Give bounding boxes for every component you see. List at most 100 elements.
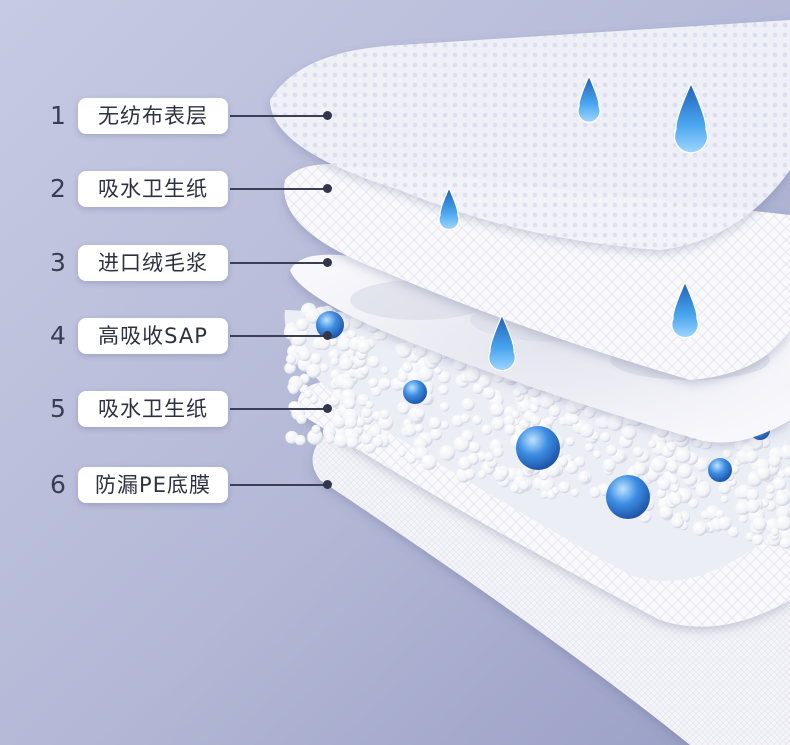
sap-bead: [666, 441, 677, 452]
sap-bead: [368, 377, 378, 388]
sap-bead: [529, 414, 541, 426]
sap-bead: [752, 534, 764, 546]
sap-bead: [540, 490, 549, 499]
sap-bead: [407, 454, 417, 464]
sap-bead: [472, 383, 484, 394]
sap-bead: [715, 509, 725, 519]
sap-bead: [602, 458, 616, 472]
sap-bead: [659, 505, 673, 520]
sap-bead: [538, 477, 555, 493]
sap-bead: [578, 472, 590, 484]
sap-bead: [650, 457, 666, 473]
sap-bead: [768, 454, 781, 468]
sap-bead: [584, 442, 594, 452]
sap-bead: [657, 478, 671, 491]
sap-bead: [476, 451, 487, 462]
sap-bead: [379, 409, 390, 420]
sap-bead: [380, 365, 390, 375]
sap-bead: [365, 400, 374, 409]
sap-bead: [783, 466, 790, 478]
sap-bead: [347, 329, 357, 340]
sap-bead: [330, 357, 340, 366]
sap-bead: [573, 456, 586, 468]
sap-bead: [672, 517, 684, 528]
water-drop: [673, 82, 709, 154]
sap-bead: [518, 480, 530, 491]
sap-bead: [295, 434, 306, 446]
sap-bead: [756, 466, 771, 481]
sap-bead: [438, 371, 451, 384]
sap-bead: [360, 433, 373, 445]
sap-bead: [675, 447, 691, 464]
sap-bead: [291, 331, 307, 347]
sap-bead: [688, 498, 699, 509]
sap-bead: [745, 450, 758, 463]
sap-bead: [530, 404, 539, 414]
sap-bead: [414, 423, 424, 433]
sap-bead: [727, 526, 739, 538]
absorbed-sap-bead: [606, 475, 650, 519]
sap-bead: [421, 454, 437, 471]
sap-bead: [378, 415, 394, 431]
sap-bead: [702, 439, 712, 450]
sap-bead: [469, 441, 481, 453]
sap-bead: [319, 363, 329, 373]
sap-bead: [439, 444, 456, 461]
sap-bead: [504, 424, 516, 436]
sap-bead: [718, 482, 731, 495]
sap-bead: [589, 486, 601, 498]
sap-bead: [517, 398, 533, 414]
sap-bead: [770, 527, 779, 536]
water-drop: [671, 280, 699, 339]
sap-bead: [579, 423, 595, 438]
sap-bead: [397, 449, 406, 457]
sap-bead: [298, 348, 311, 362]
sap-bead: [427, 349, 443, 365]
sap-bead: [415, 346, 427, 358]
sap-bead: [370, 385, 382, 397]
sap-bead: [311, 424, 321, 434]
sap-bead: [670, 483, 679, 493]
sap-bead: [438, 384, 449, 396]
sap-bead: [342, 396, 356, 410]
water-drop: [488, 313, 516, 372]
sap-bead: [340, 376, 355, 391]
absorbed-sap-bead: [516, 426, 560, 470]
sap-bead: [510, 483, 520, 493]
sap-bead: [329, 395, 340, 407]
sap-bead: [418, 366, 434, 382]
sap-bead: [720, 495, 729, 504]
sap-bead: [551, 486, 560, 495]
sap-bead: [672, 496, 682, 506]
sap-bead: [477, 470, 487, 479]
sap-bead: [677, 463, 693, 479]
sap-bead: [472, 415, 483, 425]
sap-bead: [656, 488, 667, 499]
sap-bead: [499, 469, 508, 478]
sap-bead: [440, 420, 450, 430]
sap-bead: [286, 353, 297, 365]
sap-bead: [401, 361, 413, 373]
sap-bead: [607, 415, 623, 431]
sap-bead: [546, 463, 561, 478]
sap-bead: [503, 415, 515, 427]
sap-bead: [306, 363, 322, 379]
sap-bead: [484, 451, 495, 462]
sap-bead: [464, 468, 476, 480]
sap-bead: [324, 433, 335, 444]
sap-bead: [428, 416, 442, 430]
sap-bead: [600, 431, 611, 443]
sap-bead: [288, 384, 299, 395]
sap-bead: [606, 444, 617, 456]
sap-bead: [361, 407, 372, 418]
water-drop: [577, 74, 601, 123]
sap-bead: [648, 440, 657, 449]
sap-bead: [396, 342, 412, 359]
sap-bead: [339, 357, 353, 371]
sap-bead: [539, 393, 555, 409]
sap-bead: [453, 436, 470, 453]
sap-bead: [745, 499, 760, 514]
sap-bead: [622, 425, 637, 440]
sap-bead: [765, 484, 775, 494]
